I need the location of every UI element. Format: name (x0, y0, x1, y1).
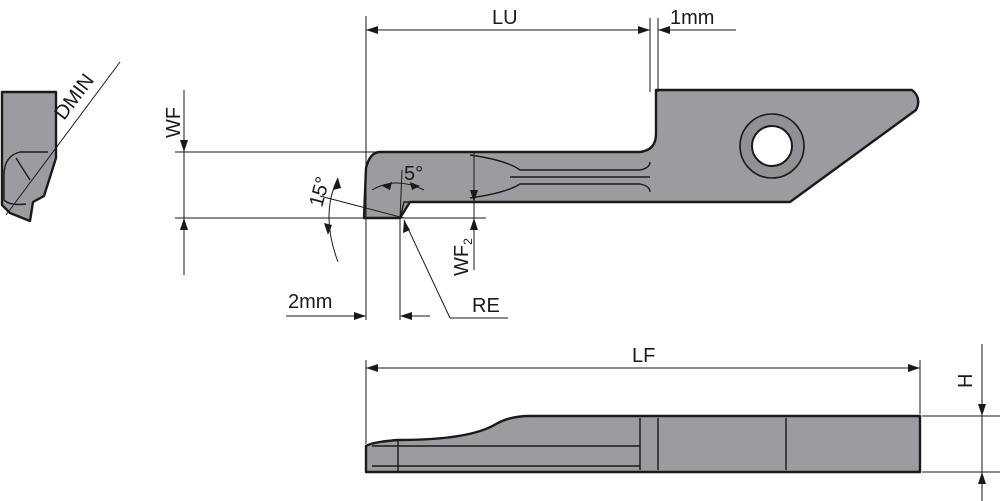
re-label: RE (472, 295, 500, 317)
h-label: H (955, 374, 977, 388)
side-view: LF H (364, 344, 1000, 501)
top-view: WF LU 1mm 15° 5° WF2 2mm (163, 7, 920, 320)
lu-label: LU (492, 7, 518, 29)
wf-label: WF (163, 107, 185, 138)
angle-5-label: 5° (404, 163, 423, 185)
one-mm-label: 1mm (670, 7, 714, 29)
two-mm-label: 2mm (288, 291, 332, 313)
wf2-label: WF2 (451, 238, 475, 276)
lf-label: LF (632, 345, 655, 367)
dmin-leader-line (5, 61, 121, 216)
dmin-label: DMIN (50, 70, 98, 124)
mounting-hole (751, 125, 793, 167)
end-view: DMIN (0, 61, 121, 223)
